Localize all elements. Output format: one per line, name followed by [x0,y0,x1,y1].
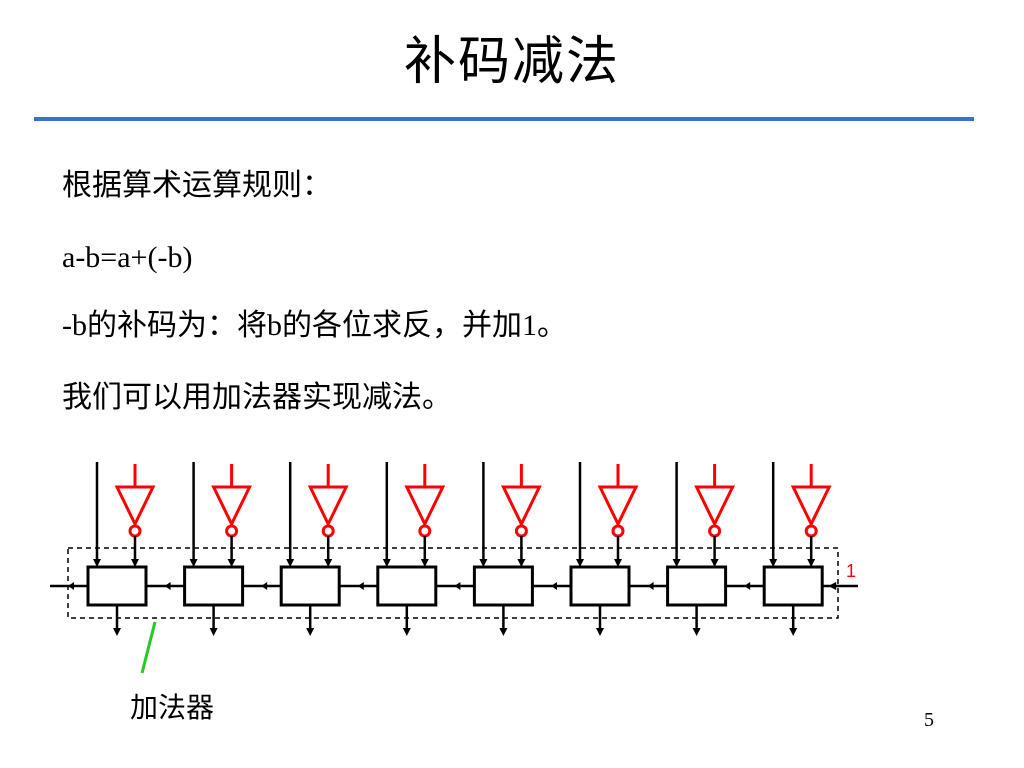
adder-cell [183,565,245,607]
text-line-conclusion: 我们可以用加法器实现减法。 [62,381,452,414]
adder-cell [569,565,631,607]
inverter-icon [404,485,446,528]
carry-arrow [454,582,461,590]
carry-in-label: 1 [846,561,856,581]
carry-arrow [551,582,557,590]
inverter-bubble [708,524,722,538]
inverter-icon [597,485,639,528]
adder-cell [376,565,438,607]
carry-arrow [68,582,74,590]
inverter-icon [501,485,542,528]
carry-arrow [744,582,751,590]
adder-group-outline [67,547,839,619]
page-number: 5 [924,709,934,731]
inverter-bubble [611,524,625,538]
inverter-bubble [225,524,239,538]
inverter-icon [307,485,349,528]
adder-cell [666,565,728,607]
inverter-icon [694,485,735,528]
adder-cell [86,565,148,607]
adder-cell [472,565,534,607]
inverter-bubble [128,524,142,538]
text-line-complement: -b的补码为：将b的各位求反，并加1。 [62,309,567,342]
inverter-bubble [321,524,335,538]
inverter-icon [211,485,252,528]
slide-title: 补码减法 [403,34,620,91]
carry-arrow [261,582,268,590]
carry-arrow [647,582,654,590]
inverter-bubble [418,524,432,538]
adder-cell [762,565,824,607]
inverter-bubble [514,524,528,538]
carry-in-arrow [828,582,837,590]
inverter-icon [790,485,832,528]
adder-pointer-line [140,621,157,674]
inverter-icon [114,485,156,528]
adder-cells [50,462,858,636]
carry-arrow [357,582,364,590]
adder-cell [279,565,341,607]
adder-label: 加法器 [130,693,215,724]
text-line-formula: a-b=a+(-b) [62,241,193,274]
carry-arrow [164,582,171,590]
text-line-rule: 根据算术运算规则： [62,169,332,202]
title-underline [34,117,974,121]
inverter-bubble [804,524,818,538]
